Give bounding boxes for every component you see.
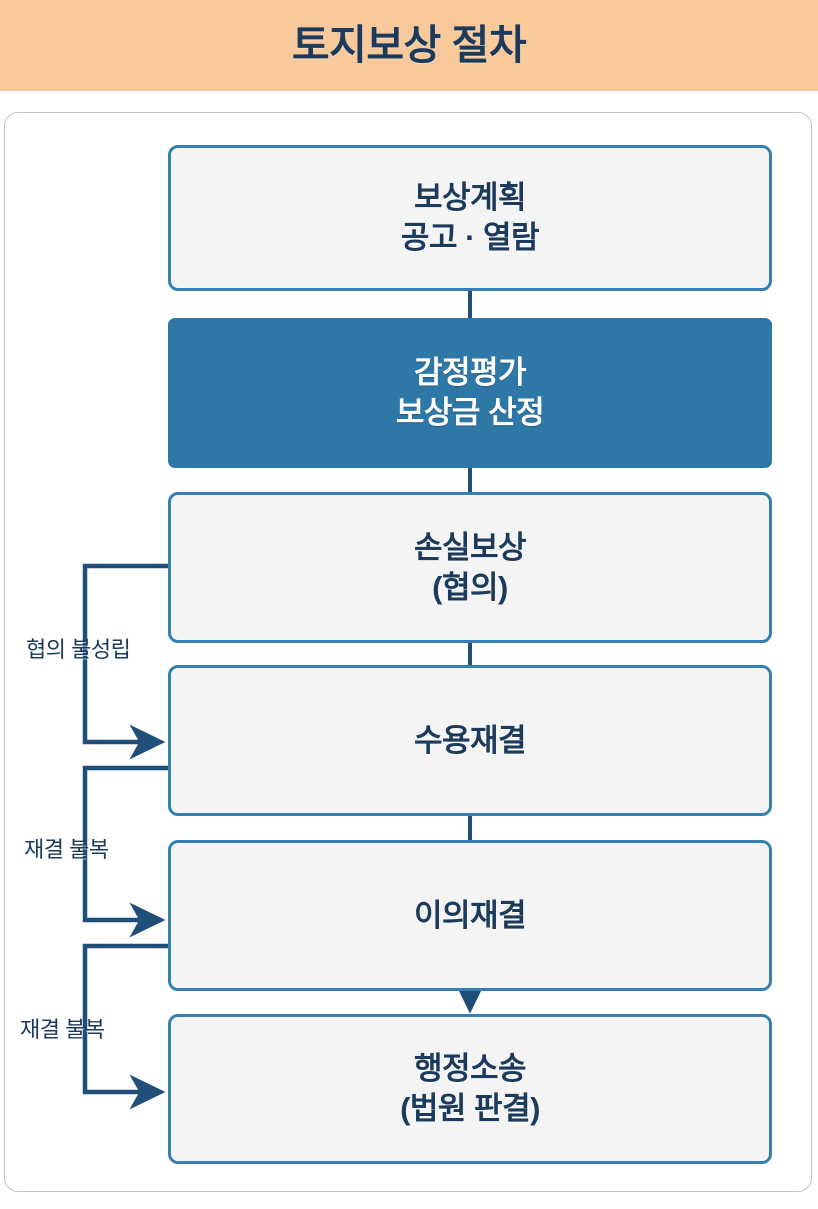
flow-step-compensation-plan[interactable]: 보상계획 공고 · 열람 [168, 145, 772, 291]
flow-step-line2: 공고 · 열람 [400, 220, 540, 255]
flow-step-appraisal[interactable]: 감정평가 보상금 산정 [168, 318, 772, 468]
flow-step-loss-compensation[interactable]: 손실보상 (협의) [168, 492, 772, 643]
loop-label-ruling-appeal-2: 재결 불복 [20, 1017, 105, 1042]
loop-label-negotiation-failed: 협의 불성립 [26, 637, 131, 662]
flow-step-line1: 수용재결 [413, 722, 527, 758]
page-title: 토지보상 절차 [291, 22, 527, 68]
flow-step-line2: (법원 판결) [400, 1091, 540, 1126]
flow-step-administrative-litigation[interactable]: 행정소송 (법원 판결) [168, 1014, 772, 1164]
flow-step-line1: 행정소송 [413, 1051, 527, 1087]
flow-step-line1: 이의재결 [413, 897, 527, 933]
flow-step-line2: 보상금 산정 [395, 395, 545, 430]
flow-step-line2: (협의) [432, 569, 508, 605]
flow-step-line1: 감정평가 [413, 355, 527, 391]
flow-step-expropriation-ruling[interactable]: 수용재결 [168, 665, 772, 816]
header-band: 토지보상 절차 [0, 0, 818, 91]
flow-step-objection-ruling[interactable]: 이의재결 [168, 840, 772, 991]
flow-step-line1: 보상계획 [413, 180, 527, 216]
loop-label-ruling-appeal-1: 재결 불복 [24, 837, 109, 862]
flow-step-line1: 손실보상 [413, 529, 527, 565]
